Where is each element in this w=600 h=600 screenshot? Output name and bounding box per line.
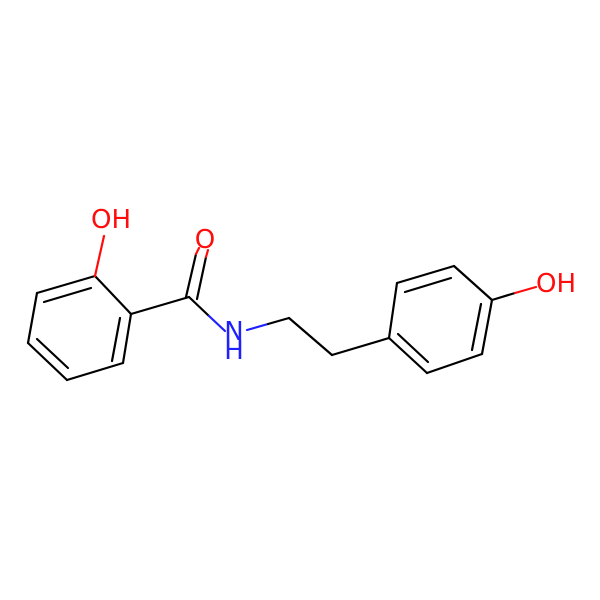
bond-c4-c5	[26, 341, 69, 382]
bond-r4-r5-inner	[470, 302, 483, 352]
bond-r5-r6	[425, 352, 484, 375]
atom-label-oh-right: OH	[536, 269, 576, 299]
bond-ch2-ch2	[287, 316, 334, 357]
atom-label-amide-n: N	[224, 317, 243, 347]
bond-r2-r3	[395, 264, 456, 285]
bond-carbonyl-n	[187, 295, 211, 318]
bond-c6-c1	[35, 274, 97, 295]
bond-r4-o-2	[513, 285, 538, 295]
bond-carbonyl-o-b	[195, 255, 208, 301]
bonds	[26, 234, 538, 382]
bond-r6-r1	[387, 336, 429, 375]
bond-r4-r5	[480, 298, 494, 356]
bond-c2-carbonyl	[129, 295, 191, 316]
bond-c3-c4	[65, 361, 125, 382]
bond-r4-o	[490, 291, 517, 302]
bond-n-ch2	[245, 322, 270, 332]
bond-c1-o	[93, 234, 106, 278]
bond-carbonyl-o-b2	[204, 248, 210, 259]
bond-c2-c3	[121, 312, 133, 365]
bond-carbonyl-n-2	[207, 314, 227, 333]
bond-c4-c5-inner	[35, 337, 70, 370]
atom-label-amide-h: H	[224, 336, 244, 366]
atom-label-carbonyl-o: O	[195, 225, 215, 255]
atom-labels: OH O N H OH	[91, 205, 576, 366]
bond-carbonyl-o-a	[184, 252, 198, 299]
bond-c2-c3-inner	[110, 316, 122, 363]
bond-c1-c2	[93, 274, 133, 316]
atom-label-oh-left: OH	[91, 205, 131, 235]
bond-r1-r2	[387, 281, 399, 340]
bond-c5-c6	[26, 291, 39, 345]
bond-c6-c1-inner	[42, 286, 93, 304]
bond-r2-r3-inner	[403, 276, 453, 294]
bond-n-ch2-2	[266, 316, 291, 326]
bond-ch2-ring	[330, 336, 391, 357]
bond-r6-r1-inner	[396, 332, 430, 364]
bond-carbonyl-o-a2	[194, 246, 201, 256]
bond-r3-r4	[452, 264, 494, 302]
